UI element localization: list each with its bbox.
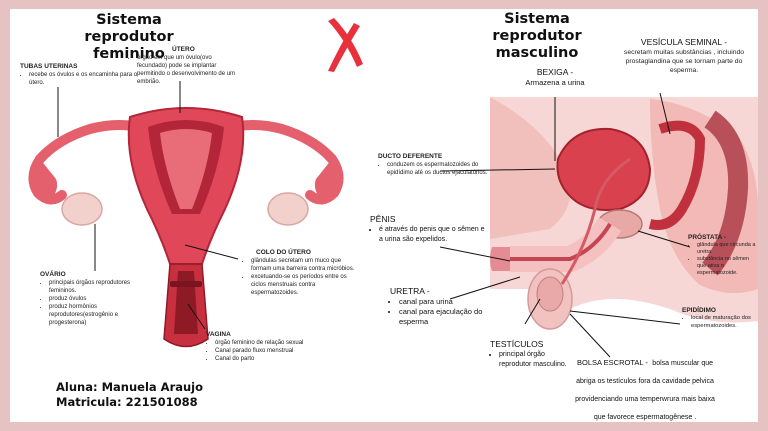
- ovario-item: produz hormônios reprodutores(estrogênio…: [49, 303, 150, 327]
- vesicula-block: VESÍCULA SEMINAL - secretam muitas subst…: [614, 37, 754, 75]
- testiculos-label: TESTÍCULOS: [490, 339, 570, 350]
- ovario-block: OVÁRIO principais órgãos reprodutores fe…: [40, 271, 150, 327]
- testiculos-text: principal órgão reprodutor masculino.: [499, 350, 570, 370]
- bexiga-text: Armazena a urina: [510, 78, 600, 88]
- epididimo-block: EPIDÍDIMO local de maturação dos esperma…: [682, 307, 758, 330]
- prostata-item: glândula que circunda a uretra: [697, 242, 758, 256]
- vesicula-label: VESÍCULA SEMINAL -: [614, 37, 754, 48]
- epididimo-label: EPIDÍDIMO: [682, 307, 758, 315]
- male-title-line1: Sistema reprodutor: [462, 11, 612, 45]
- male-pelvis-illustration: [490, 97, 758, 329]
- prostata-item: substância no sêmen que ativa o espermat…: [697, 256, 758, 277]
- utero-label: ÚTERO: [128, 46, 238, 54]
- utero-text: órgão em que um óvulo(ovo fecundado) pod…: [137, 54, 238, 86]
- male-title: Sistema reprodutor masculino: [462, 11, 612, 62]
- author-name: Aluna: Manuela Araujo: [56, 380, 203, 395]
- ovario-item: produz óvulos: [49, 295, 150, 303]
- tubas-label: TUBAS UTERINAS: [20, 63, 140, 71]
- vesicula-text: secretam muitas substâncias , incluindo …: [614, 48, 754, 75]
- female-title-line1: Sistema reprodutor: [54, 12, 204, 46]
- testiculos-block: TESTÍCULOS principal órgão reprodutor ma…: [490, 339, 570, 370]
- vagina-block: VAGINA órgão feminino de relação sexual …: [206, 331, 326, 363]
- author-block: Aluna: Manuela Araujo Matricula: 2215010…: [56, 380, 203, 410]
- bolsa-block: BOLSA ESCROTAL - bolsa muscular que abri…: [572, 352, 718, 422]
- uretra-item: canal para urina: [399, 297, 490, 307]
- epididimo-text: local de maturação dos espermatozoides.: [691, 315, 758, 330]
- tubas-block: TUBAS UTERINAS recebe os óvulos e os enc…: [20, 63, 140, 87]
- bolsa-text: bolsa muscular que abriga os testículos …: [575, 360, 715, 421]
- colo-item: excetuando-se os períodos entre os ciclo…: [251, 273, 357, 297]
- poster-page: Sistema reprodutor feminino TUBAS UTERIN…: [10, 9, 758, 422]
- colo-block: COLO DO ÚTERO glândulas secretam um muco…: [242, 249, 357, 297]
- bexiga-label: BEXIGA -: [510, 67, 600, 78]
- ovario-label: OVÁRIO: [40, 271, 150, 279]
- ducto-label: DUCTO DEFERENTE: [378, 153, 490, 161]
- ducto-text: conduzem os espermatozoides do epidídimo…: [387, 161, 490, 177]
- male-title-line2: masculino: [462, 45, 612, 62]
- bexiga-block: BEXIGA - Armazena a urina: [510, 67, 600, 88]
- author-id: Matricula: 221501088: [56, 395, 203, 410]
- bolsa-label: BOLSA ESCROTAL -: [577, 358, 648, 367]
- vagina-item: órgão feminino de relação sexual: [215, 339, 326, 347]
- x-mark-icon: [328, 18, 363, 72]
- colo-label: COLO DO ÚTERO: [242, 249, 357, 257]
- vagina-item: Canal do parto: [215, 355, 326, 363]
- ovario-item: principais órgãos reprodutores femininos…: [49, 279, 150, 295]
- penis-text: é através do penis que o sêmen e a urina…: [379, 225, 485, 245]
- colo-item: glândulas secretam um muco que formam um…: [251, 257, 357, 273]
- prostata-label: PRÓSTATA -: [688, 234, 758, 242]
- penis-label: PÊNIS: [370, 214, 485, 225]
- vagina-label: VAGINA: [206, 331, 326, 339]
- utero-block: ÚTERO órgão em que um óvulo(ovo fecundad…: [128, 46, 238, 86]
- ducto-block: DUCTO DEFERENTE conduzem os espermatozoi…: [378, 153, 490, 177]
- uretra-block: URETRA - canal para urina canal para eja…: [390, 286, 490, 327]
- uretra-label: URETRA -: [390, 286, 490, 297]
- penis-block: PÊNIS é através do penis que o sêmen e a…: [370, 214, 485, 245]
- tubas-text: recebe os óvulos e os encaminha para o ú…: [29, 71, 140, 87]
- prostata-block: PRÓSTATA - glândula que circunda a uretr…: [688, 234, 758, 277]
- uretra-item: canal para ejaculação do esperma: [399, 307, 490, 327]
- vagina-item: Canal parado fluxo menstrual: [215, 347, 326, 355]
